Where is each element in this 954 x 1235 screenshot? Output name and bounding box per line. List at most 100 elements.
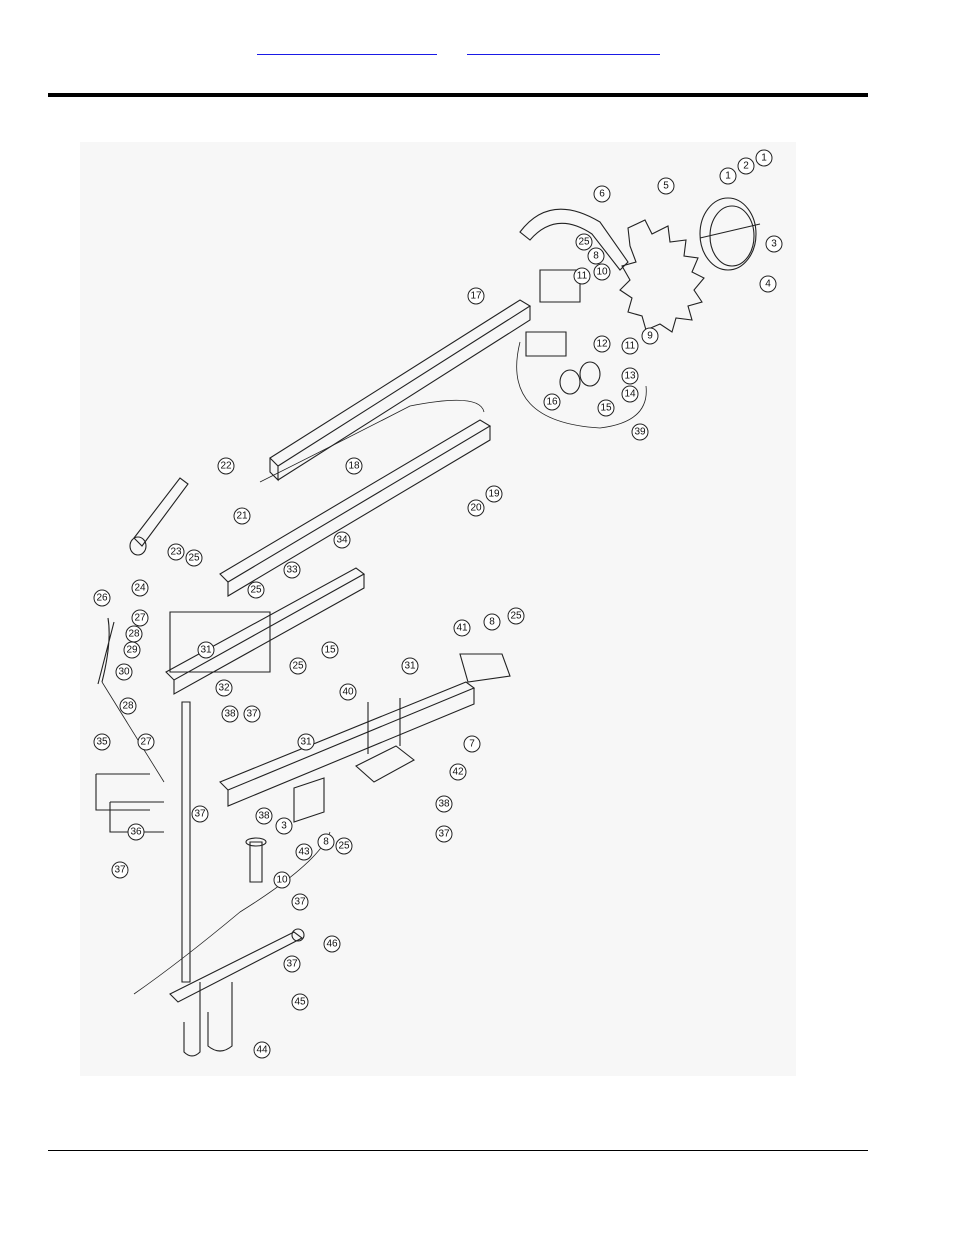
svg-text:39: 39 bbox=[634, 427, 646, 438]
callout-29[interactable]: 29 bbox=[124, 642, 140, 658]
callout-15b[interactable]: 15 bbox=[322, 642, 338, 658]
callout-38a[interactable]: 38 bbox=[222, 706, 238, 722]
svg-text:46: 46 bbox=[326, 939, 338, 950]
callout-7[interactable]: 7 bbox=[464, 736, 480, 752]
callout-40[interactable]: 40 bbox=[340, 684, 356, 700]
callout-26[interactable]: 26 bbox=[94, 590, 110, 606]
callout-17[interactable]: 17 bbox=[468, 288, 484, 304]
callout-44[interactable]: 44 bbox=[254, 1042, 270, 1058]
callout-28a[interactable]: 28 bbox=[126, 626, 142, 642]
callout-3[interactable]: 3 bbox=[766, 236, 782, 252]
callout-25f[interactable]: 25 bbox=[336, 838, 352, 854]
svg-text:37: 37 bbox=[294, 897, 306, 908]
callout-3b[interactable]: 3 bbox=[276, 818, 292, 834]
callout-12[interactable]: 12 bbox=[594, 336, 610, 352]
svg-text:28: 28 bbox=[128, 629, 140, 640]
callout-2[interactable]: 2 bbox=[738, 158, 754, 174]
callout-25a[interactable]: 25 bbox=[576, 234, 592, 250]
callout-23[interactable]: 23 bbox=[168, 544, 184, 560]
svg-text:2: 2 bbox=[743, 161, 749, 172]
callout-15a[interactable]: 15 bbox=[598, 400, 614, 416]
callout-37f[interactable]: 37 bbox=[284, 956, 300, 972]
callout-28b[interactable]: 28 bbox=[120, 698, 136, 714]
callout-25e[interactable]: 25 bbox=[508, 608, 524, 624]
callout-22[interactable]: 22 bbox=[218, 458, 234, 474]
callout-37d[interactable]: 37 bbox=[112, 862, 128, 878]
callout-1b[interactable]: 1 bbox=[720, 168, 736, 184]
svg-text:30: 30 bbox=[118, 667, 130, 678]
callout-31c[interactable]: 31 bbox=[298, 734, 314, 750]
callout-45[interactable]: 45 bbox=[292, 994, 308, 1010]
lower-arm-tube bbox=[220, 400, 490, 596]
callout-1[interactable]: 1 bbox=[756, 150, 772, 166]
callout-21[interactable]: 21 bbox=[234, 508, 250, 524]
header-link-1[interactable] bbox=[257, 40, 437, 55]
callout-31b[interactable]: 31 bbox=[402, 658, 418, 674]
svg-text:35: 35 bbox=[96, 737, 108, 748]
callout-8a[interactable]: 8 bbox=[588, 248, 604, 264]
callout-24[interactable]: 24 bbox=[132, 580, 148, 596]
callout-31a[interactable]: 31 bbox=[198, 642, 214, 658]
svg-text:23: 23 bbox=[170, 547, 182, 558]
callout-32[interactable]: 32 bbox=[216, 680, 232, 696]
svg-text:9: 9 bbox=[647, 331, 653, 342]
callout-8b[interactable]: 8 bbox=[484, 614, 500, 630]
callout-36[interactable]: 36 bbox=[128, 824, 144, 840]
callout-33[interactable]: 33 bbox=[284, 562, 300, 578]
svg-text:38: 38 bbox=[258, 811, 270, 822]
svg-text:6: 6 bbox=[599, 189, 605, 200]
svg-text:20: 20 bbox=[470, 503, 482, 514]
callout-37a[interactable]: 37 bbox=[244, 706, 260, 722]
callout-8c[interactable]: 8 bbox=[318, 834, 334, 850]
svg-text:25: 25 bbox=[188, 553, 200, 564]
clamp-plate bbox=[356, 698, 414, 782]
callout-37b[interactable]: 37 bbox=[192, 806, 208, 822]
callout-37e[interactable]: 37 bbox=[292, 894, 308, 910]
callout-41[interactable]: 41 bbox=[454, 620, 470, 636]
callout-11b[interactable]: 11 bbox=[622, 338, 638, 354]
svg-text:3: 3 bbox=[281, 821, 287, 832]
callout-20[interactable]: 20 bbox=[468, 500, 484, 516]
callout-38b[interactable]: 38 bbox=[256, 808, 272, 824]
callout-35[interactable]: 35 bbox=[94, 734, 110, 750]
callout-6[interactable]: 6 bbox=[594, 186, 610, 202]
header-link-2[interactable] bbox=[467, 40, 660, 55]
svg-text:25: 25 bbox=[338, 841, 350, 852]
callout-38c[interactable]: 38 bbox=[436, 796, 452, 812]
callout-27b[interactable]: 27 bbox=[138, 734, 154, 750]
svg-text:32: 32 bbox=[218, 683, 230, 694]
svg-text:11: 11 bbox=[577, 271, 588, 282]
callout-18[interactable]: 18 bbox=[346, 458, 362, 474]
callout-27a[interactable]: 27 bbox=[132, 610, 148, 626]
callout-4[interactable]: 4 bbox=[760, 276, 776, 292]
callout-19[interactable]: 19 bbox=[486, 486, 502, 502]
hydraulic-cylinder bbox=[130, 478, 188, 555]
callout-46[interactable]: 46 bbox=[324, 936, 340, 952]
callout-11a[interactable]: 11 bbox=[574, 268, 590, 284]
scraper-bracket bbox=[520, 209, 628, 302]
callout-25c[interactable]: 25 bbox=[248, 582, 264, 598]
callout-34[interactable]: 34 bbox=[334, 532, 350, 548]
svg-text:16: 16 bbox=[546, 397, 558, 408]
callout-39[interactable]: 39 bbox=[632, 424, 648, 440]
callout-16[interactable]: 16 bbox=[544, 394, 560, 410]
callout-13[interactable]: 13 bbox=[622, 368, 638, 384]
svg-text:37: 37 bbox=[246, 709, 258, 720]
exploded-view-drawing: 1 2 1 3 4 5 6 25 8 11 10 11 9 12 13 14 1… bbox=[80, 142, 796, 1076]
callout-42[interactable]: 42 bbox=[450, 764, 466, 780]
callout-25d[interactable]: 25 bbox=[290, 658, 306, 674]
svg-text:25: 25 bbox=[250, 585, 262, 596]
callout-30[interactable]: 30 bbox=[116, 664, 132, 680]
callout-9[interactable]: 9 bbox=[642, 328, 658, 344]
callout-10a[interactable]: 10 bbox=[594, 264, 610, 280]
callout-5[interactable]: 5 bbox=[658, 178, 674, 194]
svg-text:25: 25 bbox=[578, 237, 590, 248]
svg-text:7: 7 bbox=[469, 739, 475, 750]
svg-text:4: 4 bbox=[765, 279, 771, 290]
callout-14[interactable]: 14 bbox=[622, 386, 638, 402]
callout-37c[interactable]: 37 bbox=[436, 826, 452, 842]
parts-diagram: 1 2 1 3 4 5 6 25 8 11 10 11 9 12 13 14 1… bbox=[80, 142, 796, 1076]
callout-25b[interactable]: 25 bbox=[186, 550, 202, 566]
callout-10b[interactable]: 10 bbox=[274, 872, 290, 888]
callout-43[interactable]: 43 bbox=[296, 844, 312, 860]
